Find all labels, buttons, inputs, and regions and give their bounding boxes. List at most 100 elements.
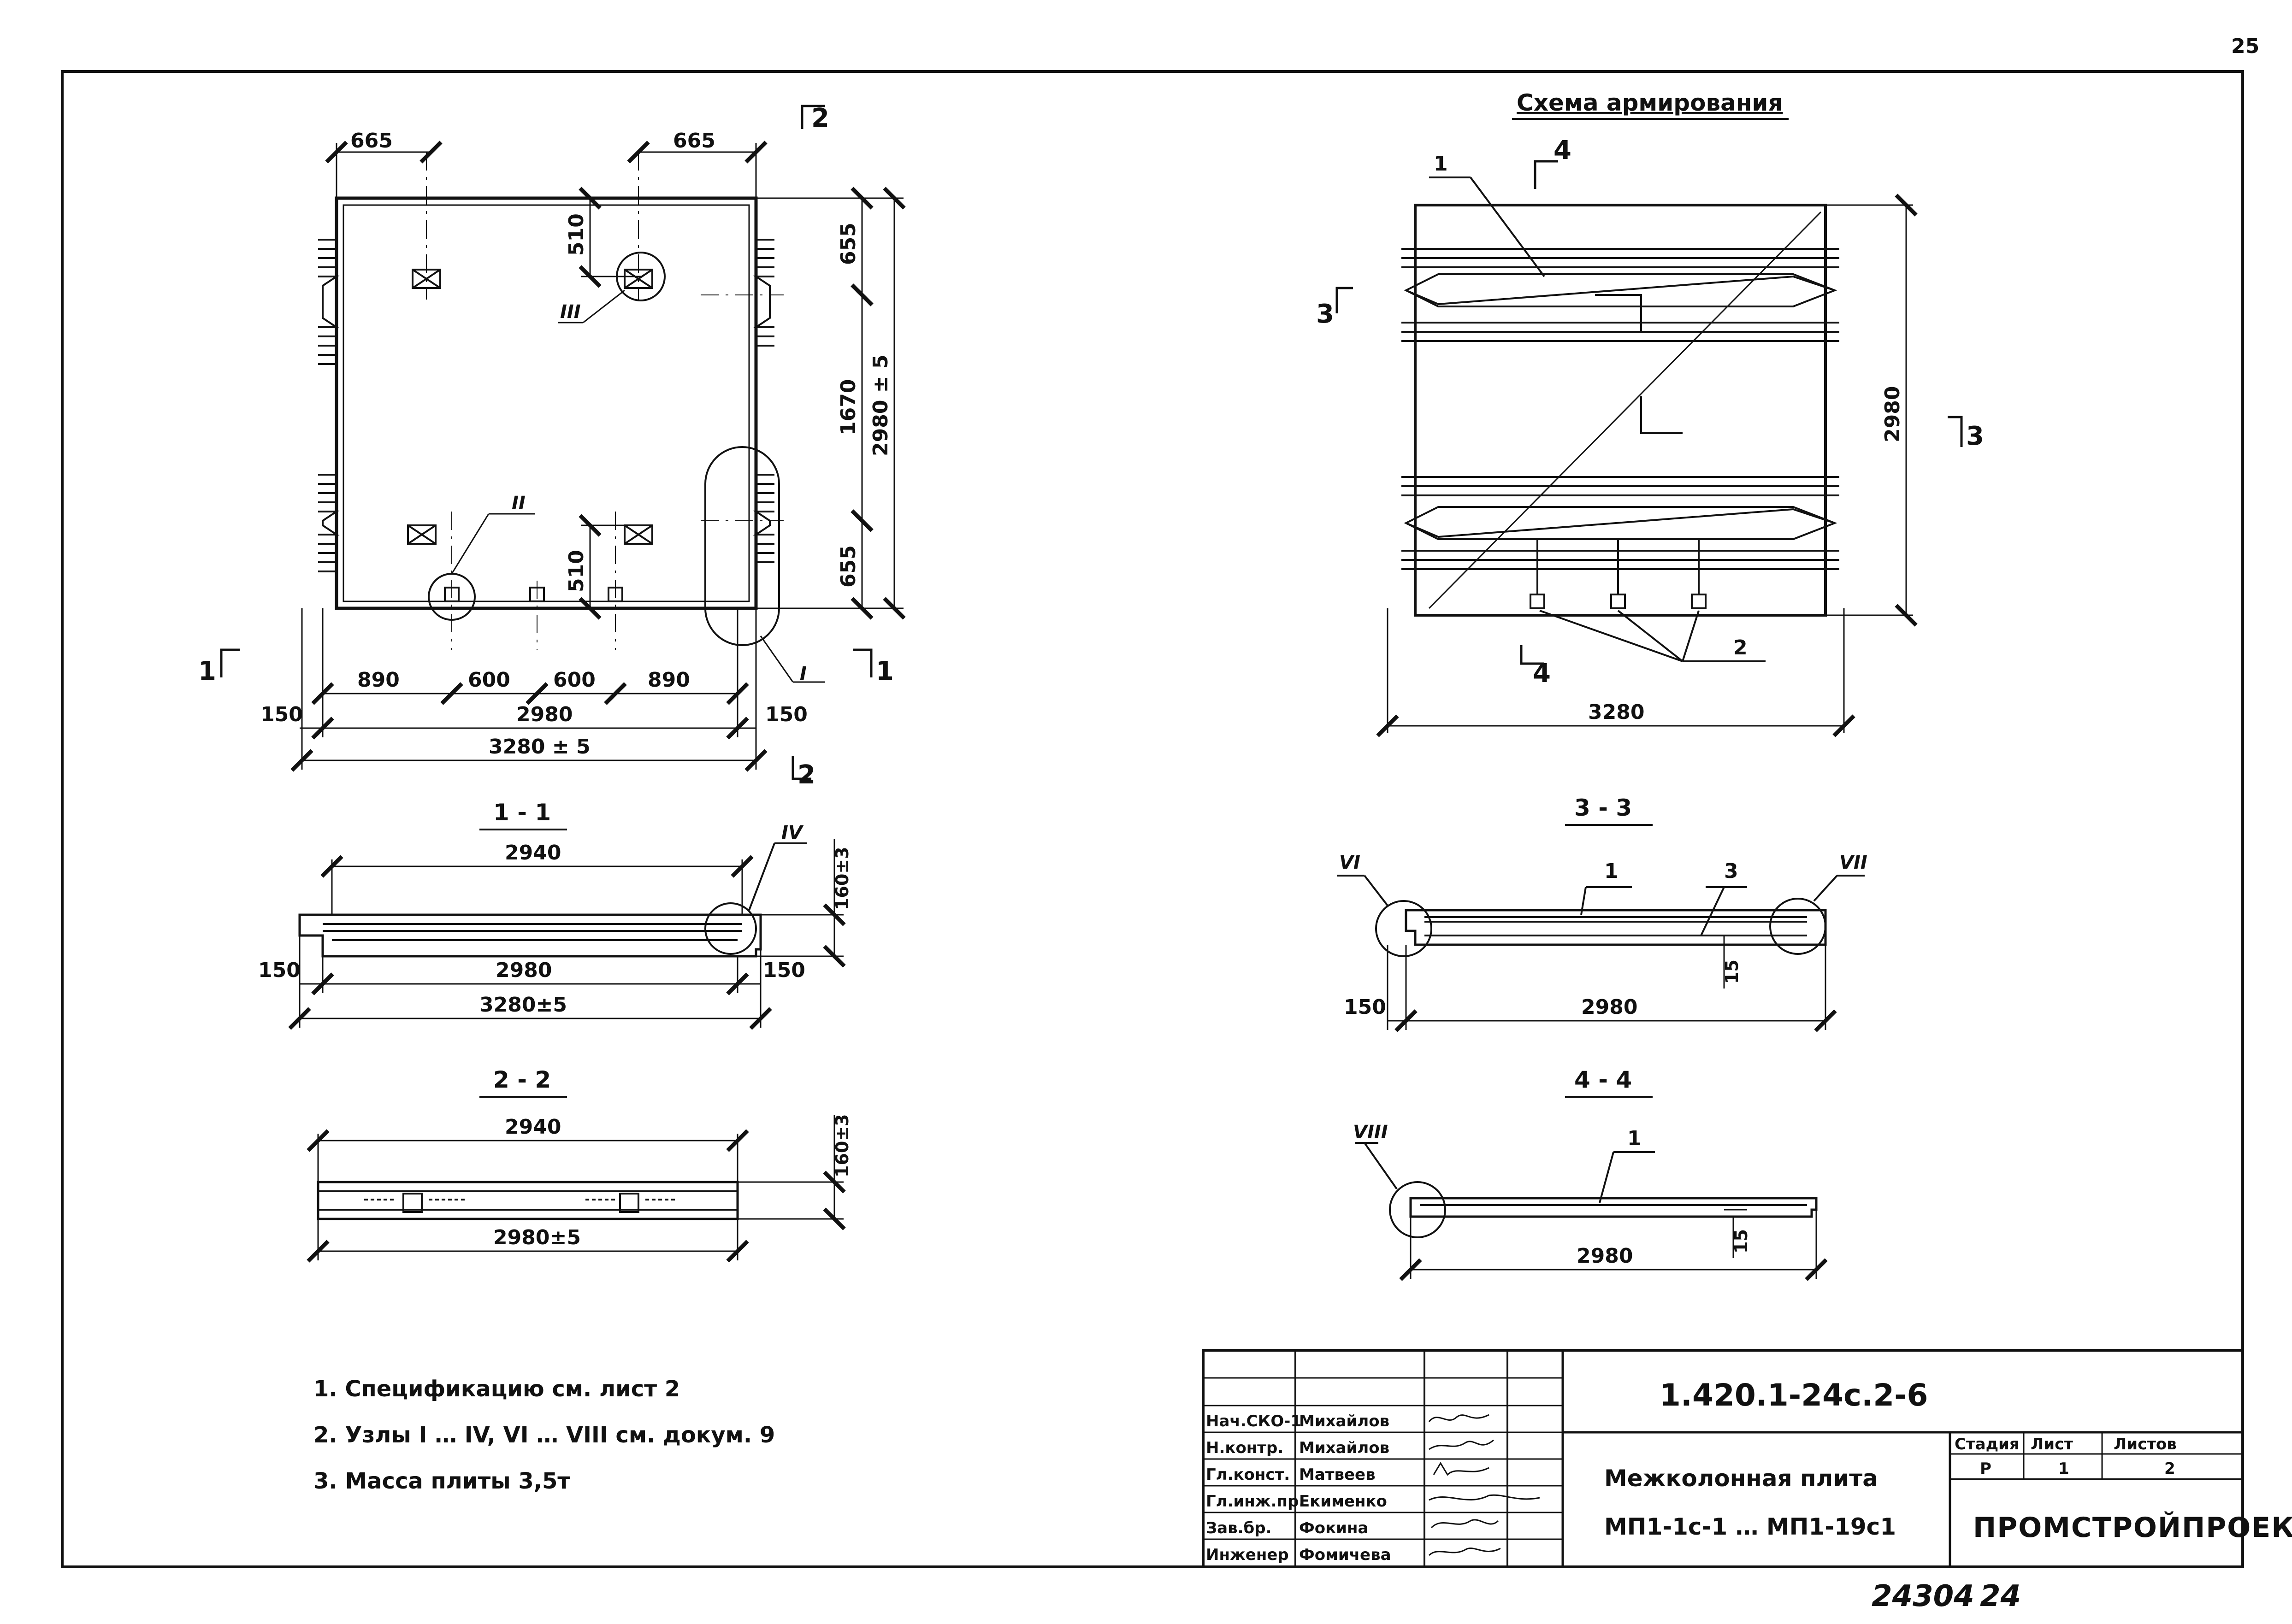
section-1-1-dim-inner: 2980 — [496, 959, 552, 982]
section-4-4-title: 4 - 4 — [1574, 1066, 1632, 1093]
section-3-3-dimensions — [1387, 935, 1837, 1032]
role-3: Гл.инж.пр. — [1206, 1492, 1305, 1511]
name-1: Михайлов — [1299, 1439, 1389, 1457]
embedded-parts — [444, 587, 623, 602]
node-label-VI: VI — [1339, 852, 1360, 873]
plan-dim-right-bottom: 655 — [837, 545, 860, 588]
signature-3 — [1429, 1494, 1540, 1501]
title-block — [1202, 1349, 2244, 1568]
section-2-2-dim-height: 160±3 — [832, 1114, 852, 1177]
plan-outline — [335, 196, 758, 610]
section-2-2-drawing — [317, 1181, 739, 1220]
plan-cut-marks — [220, 105, 873, 780]
node-label-II: II — [512, 493, 526, 514]
node-circle-VIII — [1389, 1181, 1446, 1238]
node-circle-VII — [1769, 898, 1826, 955]
reinforcement-title: Схема армирования — [1517, 89, 1783, 116]
note-3: 3. Масса плиты 3,5т — [313, 1468, 570, 1494]
organization: ПРОМСТРОЙПРОЕКТ — [1973, 1511, 2292, 1544]
plan-dimensions — [290, 141, 906, 772]
cut-mark-4-bottom: 4 — [1533, 659, 1551, 688]
section-4-4-callout-1: 1 — [1627, 1127, 1642, 1150]
role-5: Инженер — [1206, 1546, 1289, 1564]
section-4-4-dim-inner: 2980 — [1577, 1244, 1633, 1268]
diagonal-rebar — [1428, 211, 1822, 609]
section-3-3-title: 3 - 3 — [1574, 794, 1632, 821]
reinforcement-dim-height: 2980 — [1881, 386, 1904, 442]
notes: 1. Спецификацию см. лист 2 2. Узлы I … I… — [313, 1376, 775, 1494]
sheet-value: 1 — [2058, 1459, 2069, 1478]
cut-mark-1-right: 1 — [876, 656, 894, 686]
plan-dim-right-top: 655 — [837, 223, 860, 265]
reinforcement-cut-marks — [1335, 160, 1963, 665]
sheets-header: Листов — [2114, 1435, 2177, 1453]
name-5: Фомичева — [1299, 1546, 1391, 1564]
section-1-1-dim-overall: 3280±5 — [479, 993, 567, 1017]
plan-dimension-labels: 665 665 655 1670 655 2980 ± 5 510 510 89… — [260, 129, 892, 759]
title-block-roles: Нач.СКО-1 Михайлов Н.контр. Михайлов Гл.… — [1206, 1412, 1391, 1564]
section-1-1-dimensions — [288, 839, 846, 1030]
section-3-3-dim-inner: 2980 — [1581, 995, 1637, 1019]
reinforcement-dim-width: 3280 — [1588, 700, 1644, 724]
name-0: Михайлов — [1299, 1412, 1389, 1430]
plan-dim-insert-top: 510 — [565, 213, 588, 256]
section-1-1-title: 1 - 1 — [493, 799, 551, 826]
section-3-3-dim-left: 150 — [1344, 995, 1386, 1019]
plan-center-lines — [426, 152, 784, 650]
plan-dim-edge-left: 150 — [260, 703, 303, 726]
section-3-3-drawing — [1337, 875, 1865, 957]
note-2: 2. Узлы I … IV, VI … VIII см. докум. 9 — [313, 1422, 775, 1448]
archive-suffix: 24 — [1980, 1579, 2021, 1613]
plan-dim-insert-bottom: 510 — [565, 550, 588, 592]
section-2-2-dimensions — [307, 1115, 846, 1263]
section-4-4-dim-cover: 15 — [1731, 1229, 1751, 1253]
signature-0 — [1428, 1414, 1489, 1422]
section-2-2-dim-overall: 2980±5 — [493, 1226, 581, 1249]
plan-dim-row-890-right: 890 — [648, 668, 690, 692]
sheet-title-line2: МП1-1с-1 … МП1-19с1 — [1604, 1513, 1896, 1540]
section-3-3-callout-3: 3 — [1724, 859, 1738, 883]
signature-4 — [1430, 1519, 1499, 1529]
plan-leaders — [451, 289, 825, 683]
node-circle-VI — [1375, 900, 1432, 957]
page-number: 25 — [2231, 35, 2259, 58]
section-3-3-callout-1: 1 — [1604, 859, 1619, 883]
plan-dim-overall: 3280 ± 5 — [489, 735, 591, 759]
plan-inner-contour — [343, 204, 750, 602]
bottom-rebar-band — [1401, 476, 1839, 570]
reinforcement-embedded — [1530, 539, 1707, 609]
node-label-VII: VII — [1839, 852, 1867, 873]
name-3: Екименко — [1299, 1492, 1387, 1511]
section-1-1-dim-height: 160±3 — [832, 847, 852, 910]
archive-number: 24304 — [1872, 1579, 1974, 1613]
reinforcement-callout-2: 2 — [1733, 636, 1748, 659]
node-label-I: I — [800, 663, 807, 684]
node-circle-IV — [704, 902, 757, 955]
document-code: 1.420.1-24с.2-6 — [1660, 1377, 1928, 1413]
node-label-VIII: VIII — [1353, 1122, 1388, 1143]
section-4-4-drawing — [1355, 1142, 1818, 1238]
sheet-title-line1: Межколонная плита — [1604, 1465, 1878, 1492]
plan-dim-total-height: 2980 ± 5 — [869, 354, 892, 456]
cut-mark-3-left: 3 — [1316, 299, 1334, 329]
section-1-1-dim-top: 2940 — [505, 841, 561, 865]
plan-dim-row-600-right: 600 — [553, 668, 596, 692]
sheet-frame — [61, 70, 2244, 1568]
left-joints — [318, 239, 340, 572]
section-1-1-dim-left: 150 — [258, 959, 301, 982]
plan-dim-top-right: 665 — [673, 129, 715, 153]
sheets-value: 2 — [2164, 1459, 2175, 1478]
role-4: Зав.бр. — [1206, 1519, 1272, 1537]
reinforcement-dimensions — [1376, 194, 1918, 737]
cut-mark-2-top: 2 — [811, 103, 829, 133]
plan-dim-row-600-left: 600 — [468, 668, 510, 692]
role-0: Нач.СКО-1 — [1206, 1412, 1301, 1430]
role-1: Н.контр. — [1206, 1439, 1283, 1457]
cut-mark-1-left: 1 — [198, 656, 216, 686]
section-4-4-dimensions — [1399, 1209, 1828, 1281]
signature-5 — [1428, 1548, 1501, 1556]
stage-header: Стадия — [1955, 1435, 2020, 1453]
cut-mark-4-top: 4 — [1554, 135, 1571, 165]
node-label-IV: IV — [781, 822, 804, 843]
